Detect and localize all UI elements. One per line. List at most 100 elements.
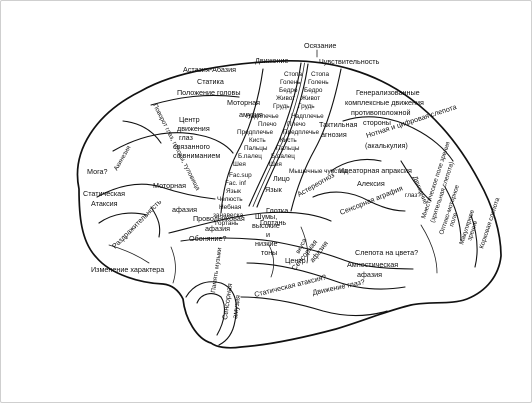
superior-frontal-sulcus [150, 94, 240, 106]
label-nadpleche-right: Надплечье [291, 113, 324, 120]
label-chuvstvitelnost: Чувствительность [319, 57, 380, 66]
label-sensornaya-ag: Сенсорная аграфия [338, 183, 404, 217]
label-gortan-right: Гортань [260, 218, 286, 227]
label-statika: Статика [197, 77, 224, 86]
label-nadpleche-left: Надплечье [246, 113, 279, 120]
label-storony: стороны [363, 118, 391, 127]
label-afaziya4: афазия [357, 270, 382, 279]
label-myshechnye: Мышечные чувства [289, 168, 347, 175]
label-glotka: Глотка [266, 206, 288, 215]
label-stopa-right: Стопа [311, 71, 329, 78]
label-pleche-right: Плечо [287, 121, 306, 128]
middle-frontal-sulcus [112, 132, 234, 154]
label-afaziya-mid: афазия [172, 205, 197, 214]
label-sheya-left: Шея [233, 161, 246, 168]
temporal-fold-a [300, 226, 309, 264]
label-nebnaya: Небная [219, 203, 242, 211]
central-sulcus-left [248, 62, 302, 207]
temporal-inner-curve [185, 281, 237, 346]
label-grud-right: Грудь [298, 103, 315, 110]
sylvian-fissure-lower [180, 237, 414, 270]
frontal-fold-a [122, 120, 162, 144]
frontal-fold-e [170, 246, 176, 284]
label-aleksiya: Алексия [357, 179, 385, 188]
label-oschuzanie: Осязание [304, 41, 336, 50]
label-razdrazh: Раздражительность [110, 197, 163, 250]
label-agnoziya: агнозия [321, 130, 347, 139]
label-taktil: Тактильная [319, 120, 358, 129]
label-litso: Лицо [273, 174, 290, 183]
label-golen-left: Голень [280, 79, 301, 86]
label-glaz-q: глаз? [405, 192, 421, 199]
label-polozhenie-golovy: Положение головы [177, 88, 241, 97]
label-bedro-right: Бедро [304, 87, 323, 94]
label-amuziya: амузия [239, 110, 263, 119]
central-sulcus-right [256, 63, 309, 208]
label-staticheskaya: Статическая [83, 189, 125, 198]
label-centr2: Центр [285, 256, 306, 265]
label-amnest: Амнестическая [347, 260, 398, 269]
label-pamyat: Память музыки [210, 247, 223, 294]
label-kist-left: Кисть [249, 137, 266, 144]
label-vysokie: высокие [252, 221, 280, 230]
label-sheya-right: Шея [269, 161, 282, 168]
label-bpalets-left: Б.палец [238, 153, 262, 160]
label-predpl-left: Предплечье [237, 129, 273, 136]
label-bedro-left: Бедро [279, 87, 298, 94]
label-akineziya: Акинезия [113, 144, 133, 172]
postcentral-sulcus [290, 68, 342, 212]
label-protivo: противоположной [351, 108, 410, 117]
label-ideatornaya: Идеаторная апраксия [339, 166, 412, 175]
label-astaziya: Астазия-Абазия [183, 65, 236, 74]
label-chelyust: Челюсть [217, 196, 243, 203]
central-sulcus-mid [252, 62, 305, 207]
occipital-fold-a [444, 186, 462, 242]
frontal-fold-c [150, 206, 161, 238]
label-yazyk-right: Язык [265, 185, 283, 194]
label-ataksiya: Атаксия [91, 199, 118, 208]
frontal-fold-d [108, 244, 150, 264]
temporal-fold-b [268, 244, 275, 278]
label-so-vnimaniem: со вниманием [173, 151, 220, 160]
label-complex: комплексные движения [345, 98, 424, 107]
brain-outline [76, 59, 502, 349]
label-dvizheniya: движения [177, 124, 210, 133]
label-stopa-left: Стопа [284, 71, 302, 78]
occipital-fold-c [420, 224, 438, 274]
label-i: и [266, 230, 270, 239]
label-grud-left: Грудь [273, 103, 290, 110]
parietal-fold-c [400, 160, 432, 202]
label-svyazannogo: связанного [173, 142, 210, 151]
label-zhivot-right: Живот [301, 95, 320, 102]
label-centr: Центр [179, 115, 200, 124]
label-motornaya-mid: Моторная [153, 181, 186, 190]
label-kist-right: Кисть [280, 137, 297, 144]
label-glaz: глаз [179, 133, 194, 142]
intraparietal-sulcus [342, 116, 454, 162]
parietal-fold-b [312, 191, 406, 212]
label-yazyk-left: Язык [226, 188, 241, 195]
label-akalkuliya: (акалькулия) [365, 141, 408, 150]
superior-temporal-sulcus [246, 262, 406, 290]
label-nizkie: низкие [255, 239, 277, 248]
label-predpl-right: Предплечье [283, 129, 319, 136]
label-slepota-cveta: Слепота на цвета? [355, 248, 418, 257]
temporal-fold [196, 293, 226, 336]
label-bpalets-right: Б.палец [271, 153, 295, 160]
label-motornaya-top: Моторная [227, 98, 260, 107]
label-generalized: Генерализованные [356, 88, 420, 97]
label-fac-inf: Fac. inf [225, 180, 246, 187]
parietal-fold-a [330, 158, 382, 172]
label-shumy: Шумы, [255, 212, 277, 221]
label-golen-right: Голень [308, 79, 329, 86]
sylvian-fissure [168, 211, 332, 234]
label-afaziya2: афазия [205, 224, 230, 233]
label-zhivot-left: Живот [276, 95, 295, 102]
label-provodnikovaya: Проводниковая [193, 214, 245, 223]
inferior-temporal-sulcus [240, 296, 388, 316]
label-tony: тоны [261, 248, 277, 257]
occipital-fold-b [470, 214, 478, 268]
label-mogia: Мога? [87, 167, 108, 176]
